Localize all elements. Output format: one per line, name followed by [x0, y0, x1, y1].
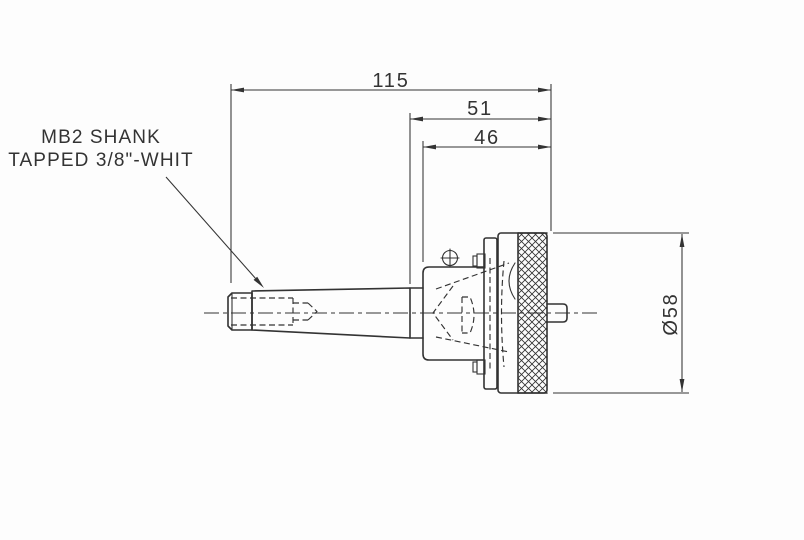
hidden-detail-lines: [231, 258, 510, 372]
arrowhead-58-top: [679, 234, 685, 247]
arrowhead-46-right: [538, 144, 551, 150]
arrowhead-51-left: [410, 116, 423, 122]
arrowhead-115-right: [538, 87, 551, 93]
arrowhead-46-left: [423, 144, 436, 150]
body-outline: [422, 266, 485, 361]
dimension-text-58: Ø58: [660, 292, 682, 335]
arrowhead-58-bottom: [679, 379, 685, 392]
dimension-text-51: 51: [467, 98, 493, 120]
clamp-tab-top: [472, 253, 486, 269]
pilot-hole-lines: [293, 302, 308, 321]
hidden-jaw-circle: [500, 260, 505, 368]
leader-line: [165, 176, 256, 279]
knurl-top-bottom-edges: [517, 232, 548, 394]
tab-bottom-cap: [472, 361, 478, 373]
jaw-arc: [508, 262, 516, 300]
dimension-text-115: 115: [372, 70, 409, 92]
jaw-cone-top: [435, 262, 510, 290]
arrowhead-115-left: [231, 87, 244, 93]
knurl-texture: [518, 233, 547, 393]
arbor-socket-hidden: [461, 296, 475, 334]
part-outline: [227, 232, 568, 394]
screw-cross-lines: [440, 248, 460, 268]
spindle-stub-outline: [546, 303, 568, 323]
set-screw-symbol: [440, 248, 460, 268]
neck-lines: [409, 287, 424, 339]
dimension-diameter-58: Ø58: [553, 232, 689, 394]
knurled-ring: [517, 232, 548, 394]
jaw-cone-apex: [432, 285, 454, 341]
shank-annotation: MB2 SHANK TAPPED 3/8"-WHIT: [8, 127, 264, 288]
dimension-overall-length: 115: [230, 70, 552, 283]
leader-arrowhead: [253, 276, 264, 288]
drill-point-chevron: [307, 302, 318, 321]
arrowhead-51-right: [538, 116, 551, 122]
clamp-tab-bottom: [472, 359, 486, 375]
dimension-51: 51: [409, 98, 551, 284]
jaw-cone-bottom: [435, 336, 510, 353]
dimension-text-46: 46: [474, 127, 500, 149]
flange-outline: [483, 237, 498, 390]
shank-note-line2: TAPPED 3/8"-WHIT: [8, 150, 194, 171]
dimension-46: 46: [422, 127, 551, 262]
tab-top-cap: [472, 255, 478, 267]
shank-note-line1: MB2 SHANK: [41, 127, 161, 148]
